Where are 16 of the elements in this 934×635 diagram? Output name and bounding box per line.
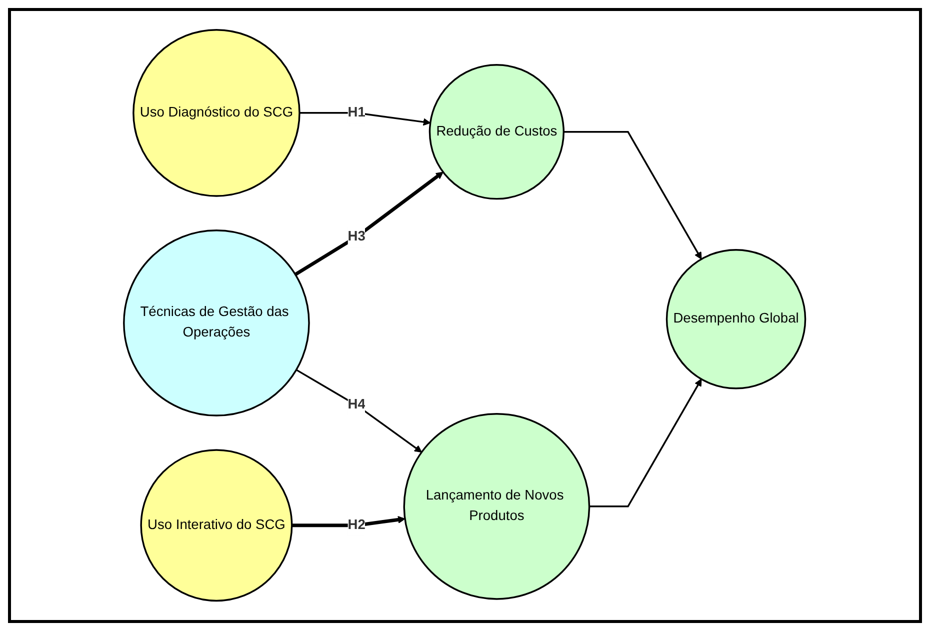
arrow	[564, 131, 702, 260]
arrow	[590, 378, 702, 508]
node-circle: Desempenho Global	[666, 249, 807, 390]
node-circle: Lançamento de Novos Produtos	[404, 413, 591, 600]
arrow	[296, 369, 422, 453]
edge-label: H1	[348, 105, 366, 120]
edge-label: H2	[348, 518, 366, 532]
arrow	[292, 516, 406, 528]
arrow	[300, 112, 432, 126]
node-circle: Redução de Custos	[429, 64, 565, 200]
arrow	[294, 172, 444, 276]
node-circle: Uso Interativo do SCG	[140, 449, 294, 602]
edge-label: H4	[348, 398, 366, 412]
node-circle: Uso Diagnóstico do SCG	[132, 29, 301, 197]
edge-label: H3	[348, 229, 366, 244]
node-circle: Técnicas de Gestão das Operações	[123, 230, 310, 417]
